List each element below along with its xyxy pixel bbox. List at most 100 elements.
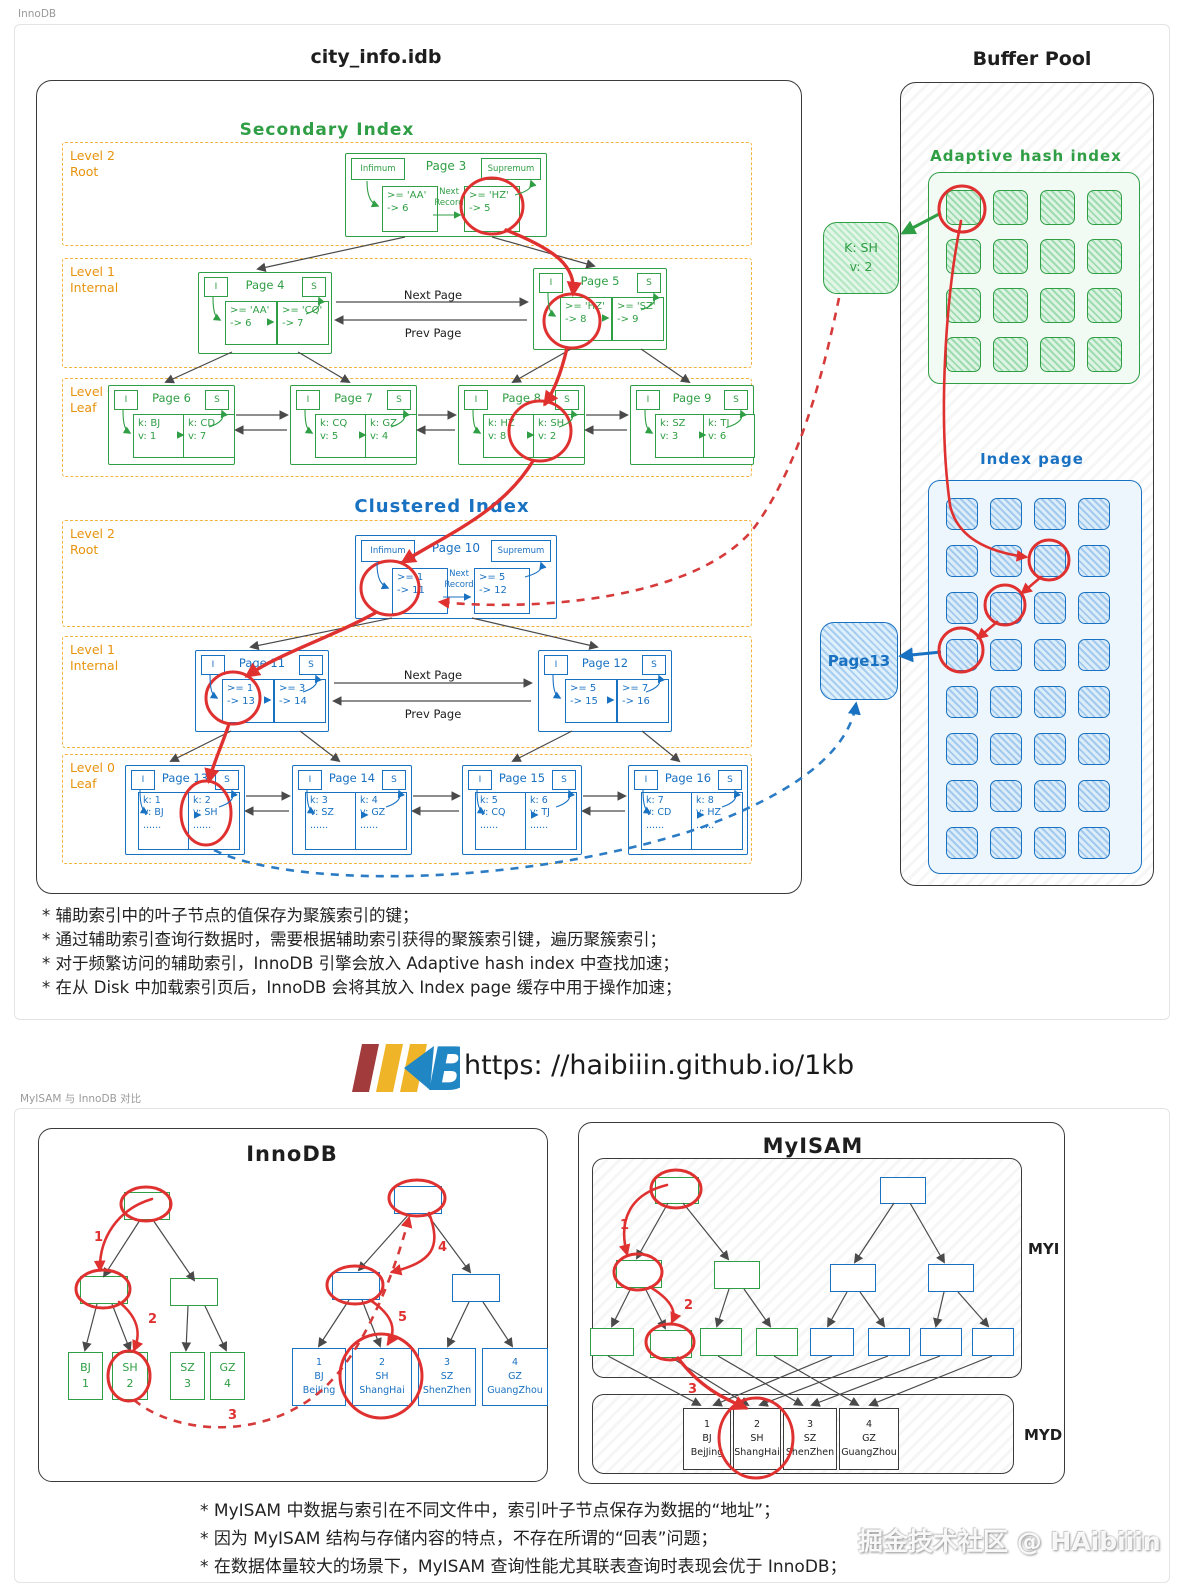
index-record: >= 1-> 11 [392, 568, 448, 614]
buffer-cell [1034, 545, 1066, 577]
tree-node [714, 1261, 760, 1289]
panel-top-label: InnoDB [18, 8, 57, 20]
supremum-mini-box: S [299, 655, 323, 675]
buffer-cell [1078, 545, 1110, 577]
tree-node [332, 1272, 380, 1300]
page-title: Page 3 [425, 159, 467, 173]
myi-label: MYI [1028, 1240, 1060, 1258]
infimum-mini-box: I [544, 655, 568, 675]
note-line: * 在从 Disk 中加载索引页后，InnoDB 会将其放入 Index pag… [42, 978, 682, 997]
buffer-cell [993, 288, 1028, 323]
svg-text:B: B [428, 1042, 460, 1094]
buffer-cell [946, 190, 981, 225]
buffer-cell [993, 239, 1028, 274]
tree-node [655, 1177, 699, 1204]
page-title: Page 12 [581, 656, 629, 670]
note-line: * 辅助索引中的叶子节点的值保存为聚簇索引的键； [42, 906, 419, 925]
supremum-mini-box: S [718, 770, 742, 790]
buffer-cell [946, 733, 978, 765]
buffer-cell [990, 827, 1022, 859]
buffer-cell [1078, 686, 1110, 718]
index-record: >= 7-> 16 [617, 679, 669, 723]
page-title: Page 5 [580, 274, 620, 288]
buffer-cell [1078, 780, 1110, 812]
buffer-cell [990, 733, 1022, 765]
tree-node [124, 1192, 170, 1220]
next-page-label: Next Page [403, 288, 463, 302]
index-record: >= 'HZ'-> 5 [464, 186, 520, 232]
buffer-cell [993, 337, 1028, 372]
step-label: 3 [228, 1408, 238, 1423]
innodb-compare-box [38, 1128, 548, 1482]
index-record: >= 3-> 14 [274, 679, 326, 723]
supremum-mini-box: S [387, 390, 411, 410]
note-line: * MyISAM 中数据与索引在不同文件中，索引叶子节点保存为数据的“地址”； [200, 1501, 781, 1521]
buffer-cell [1087, 190, 1122, 225]
tree-leaf [700, 1328, 742, 1356]
index-record: >= 'SZ'-> 9 [612, 297, 664, 341]
page-title: Page 7 [334, 391, 373, 405]
buffer-cell [946, 288, 981, 323]
infimum-mini-box: I [296, 390, 320, 410]
buffer-cell [946, 780, 978, 812]
supremum-mini-box: S [205, 390, 229, 410]
tree-leaf [972, 1328, 1014, 1356]
supremum-mini-box: S [382, 770, 406, 790]
tree-leaf [810, 1328, 854, 1356]
buffer-cell [1078, 827, 1110, 859]
index-record: >= 'AA'-> 6 [382, 186, 438, 232]
buffer-cell [946, 686, 978, 718]
page-title: Page 4 [245, 278, 285, 292]
step-label: 3 [688, 1382, 698, 1397]
supremum-mini-box: S [724, 390, 748, 410]
buffer-cell [1040, 337, 1075, 372]
note-line: * 因为 MyISAM 结构与存储内容的特点，不存在所谓的“回表”问题； [200, 1529, 718, 1549]
buffer-cell [1034, 639, 1066, 671]
step-label: 1 [620, 1218, 630, 1233]
buffer-cell [990, 498, 1022, 530]
page-box-5: I Page 5 S >= 'HZ'-> 8 >= 'SZ'-> 9 [533, 268, 667, 350]
next-page-label: Next Page [403, 668, 463, 682]
page-box-11: I Page 11 S >= 1-> 13 >= 3-> 14 [195, 650, 329, 732]
supremum-box: Supremum [481, 158, 541, 180]
supremum-mini-box: S [642, 655, 666, 675]
buffer-cell [1034, 733, 1066, 765]
site-url[interactable]: https: //haibiiin.github.io/1kb [464, 1050, 855, 1081]
disk-title: city_info.idb [310, 46, 442, 68]
buffer-cell [990, 545, 1022, 577]
myisam-compare-title: MyISAM [762, 1134, 864, 1158]
step-label: 1 [94, 1230, 104, 1245]
tree-node [394, 1186, 442, 1214]
buffer-cell [1034, 780, 1066, 812]
buffer-cell [1040, 288, 1075, 323]
supremum-box: Supremum [491, 540, 551, 562]
page-box-12: I Page 12 S >= 5-> 15 >= 7-> 16 [538, 650, 672, 732]
index-record: >= 1-> 13 [222, 679, 274, 723]
1kb-logo: B [352, 1042, 460, 1094]
tree-leaf [650, 1330, 692, 1358]
